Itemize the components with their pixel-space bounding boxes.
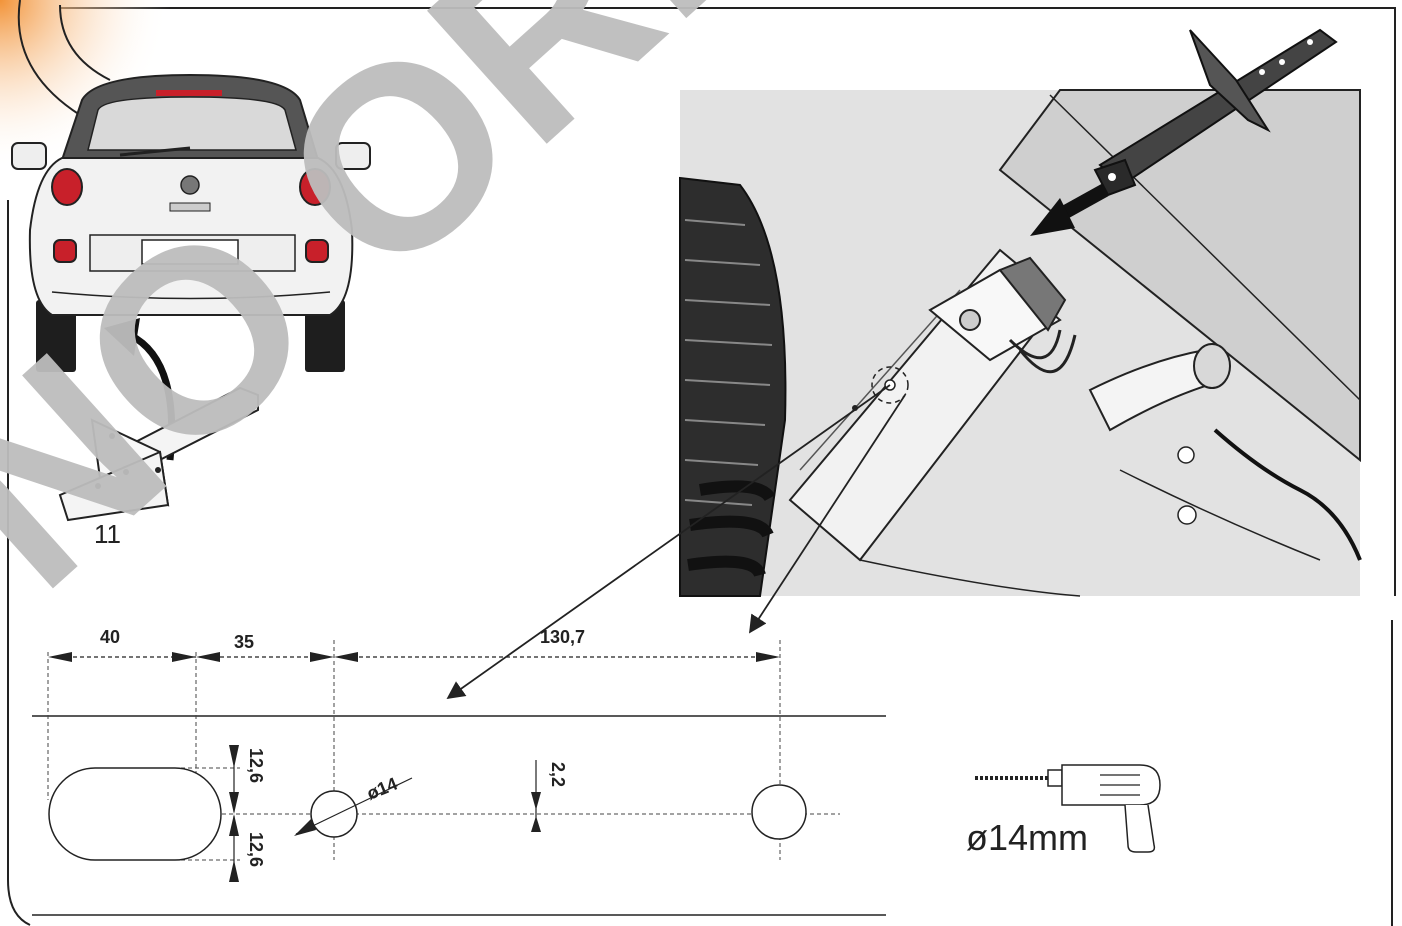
- drilling-template: [32, 640, 886, 916]
- dim-12-6-lower-label: 12,6: [246, 832, 266, 867]
- bracket-icon: [58, 386, 259, 522]
- chassis-detail-view: [679, 89, 1362, 597]
- dim-12-6-upper-label: 12,6: [246, 748, 266, 783]
- drill-icon: [975, 764, 1161, 853]
- insert-arrow-icon: [1030, 183, 1109, 236]
- dim-130-7-label: 130,7: [540, 627, 585, 647]
- car-rear-icon: [11, 73, 371, 372]
- dim-35-label: 35: [234, 632, 254, 652]
- drill-size-label: ø14mm: [966, 817, 1088, 858]
- dim-40-label: 40: [100, 627, 120, 647]
- hole-diameter-label: ø14: [364, 774, 400, 804]
- leader-lines: [446, 384, 906, 700]
- dim-2-2-label: 2,2: [548, 762, 568, 787]
- part-number-label: 11: [94, 519, 121, 549]
- page-frame: [7, 7, 1396, 926]
- towbar-arm-icon: [1093, 28, 1338, 197]
